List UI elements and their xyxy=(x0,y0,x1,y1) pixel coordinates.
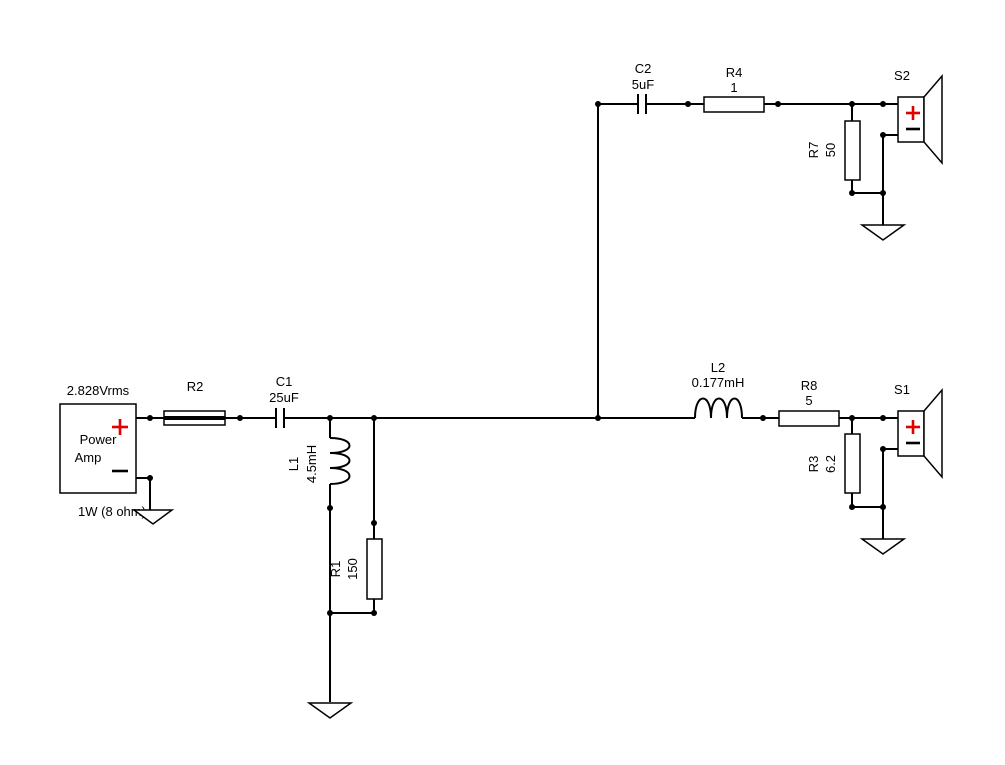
speaker-s2[interactable] xyxy=(897,73,943,166)
source-voltage-label: 2.828Vrms xyxy=(67,383,130,398)
inductor-l1[interactable] xyxy=(329,437,351,485)
power-amp-name-line2: Amp xyxy=(75,450,102,465)
l2-value-label: 0.177mH xyxy=(692,375,745,390)
source-rating-label: 1W (8 ohm) xyxy=(78,504,146,519)
l1-ref-label: L1 xyxy=(286,457,301,471)
junction-dot xyxy=(371,610,377,616)
junction-dot xyxy=(849,504,855,510)
c1-value-label: 25uF xyxy=(269,390,299,405)
junction-dot xyxy=(849,101,855,107)
r1-ref-label: R1 xyxy=(328,561,343,578)
s1-ref-label: S1 xyxy=(894,382,910,397)
positive-terminal-icon xyxy=(906,106,920,120)
junction-dot xyxy=(371,415,377,421)
ground-icon xyxy=(131,509,175,525)
r3-ref-label: R3 xyxy=(806,456,821,473)
junction-dot xyxy=(880,415,886,421)
r2-ref-label: R2 xyxy=(187,379,204,394)
capacitor-c1[interactable] xyxy=(275,408,285,428)
resistor-r4[interactable] xyxy=(703,96,765,113)
r7-value-label: 50 xyxy=(823,143,838,157)
s2-ref-label: S2 xyxy=(894,68,910,83)
capacitor-c2[interactable] xyxy=(637,94,647,114)
junction-dot xyxy=(237,415,243,421)
resistor-r3[interactable] xyxy=(844,433,861,494)
junction-dot xyxy=(327,610,333,616)
r7-ref-label: R7 xyxy=(806,142,821,159)
resistor-r7[interactable] xyxy=(844,120,861,181)
junction-dots xyxy=(147,101,886,616)
r8-value-label: 5 xyxy=(805,393,812,408)
c2-ref-label: C2 xyxy=(635,61,652,76)
r1-value-label: 150 xyxy=(345,558,360,580)
junction-dot xyxy=(880,446,886,452)
l2-ref-label: L2 xyxy=(711,360,725,375)
junction-dot xyxy=(327,505,333,511)
speaker-s1[interactable] xyxy=(897,387,943,480)
junction-dot xyxy=(849,415,855,421)
r4-value-label: 1 xyxy=(730,80,737,95)
r8-ref-label: R8 xyxy=(801,378,818,393)
resistor-r1[interactable] xyxy=(366,538,383,600)
r4-ref-label: R4 xyxy=(726,65,743,80)
ground-icon xyxy=(859,538,907,555)
junction-dot xyxy=(880,190,886,196)
positive-terminal-icon xyxy=(112,419,128,435)
inductor-l2[interactable] xyxy=(694,397,743,419)
junction-dot xyxy=(760,415,766,421)
junction-dot xyxy=(371,520,377,526)
junction-dot xyxy=(147,475,153,481)
resistor-r2[interactable] xyxy=(163,410,226,426)
power-amp-source[interactable]: Power Amp xyxy=(59,403,137,494)
junction-dot xyxy=(775,101,781,107)
l1-value-label: 4.5mH xyxy=(304,445,319,483)
junction-dot xyxy=(685,101,691,107)
c2-value-label: 5uF xyxy=(632,77,654,92)
junction-dot xyxy=(880,132,886,138)
power-amp-box xyxy=(59,403,137,494)
ground-icon xyxy=(306,702,354,719)
c1-ref-label: C1 xyxy=(276,374,293,389)
resistor-r8[interactable] xyxy=(778,410,840,427)
junction-dot xyxy=(849,190,855,196)
ground-icon xyxy=(859,224,907,241)
junction-dot xyxy=(595,101,601,107)
positive-terminal-icon xyxy=(906,420,920,434)
junction-dot xyxy=(880,504,886,510)
junction-dot xyxy=(147,415,153,421)
r3-value-label: 6.2 xyxy=(823,455,838,473)
junction-dot xyxy=(880,101,886,107)
junction-dot xyxy=(327,415,333,421)
junction-dot xyxy=(595,415,601,421)
power-amp-name-line1: Power xyxy=(80,432,118,447)
